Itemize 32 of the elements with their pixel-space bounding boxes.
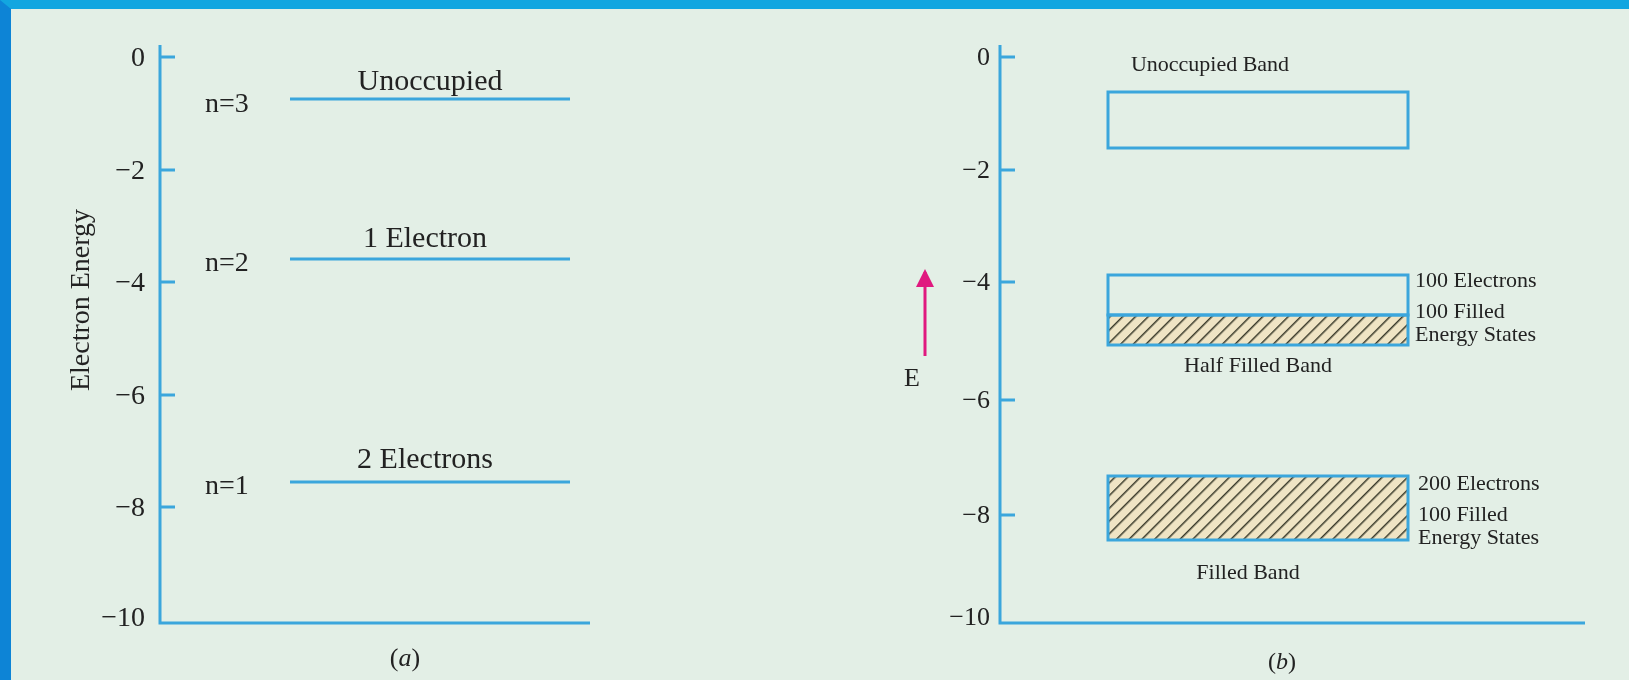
tick-label: 0 [977, 43, 990, 71]
panel-label: (a) [389, 644, 421, 672]
tick-label: −4 [115, 267, 145, 297]
tick-label: 0 [131, 42, 145, 72]
band-note: 200 Electrons [1418, 471, 1540, 495]
tick-label: −2 [962, 156, 990, 184]
half-filled-band [1106, 273, 1410, 347]
tick-label: −10 [949, 603, 990, 631]
tick-label: −10 [101, 602, 145, 632]
band-note: 100 Filled Energy States [1415, 298, 1538, 346]
level-label: n=1 [205, 470, 249, 500]
tick-label: −6 [115, 380, 145, 410]
band-label: Unoccupied Band [1130, 52, 1290, 76]
level-label: n=3 [205, 88, 249, 118]
level-label: n=2 [205, 247, 249, 277]
arrow-label: E [904, 364, 920, 392]
band-label: Filled Band [1196, 560, 1300, 584]
band-note: 100 Filled Energy States [1418, 501, 1541, 549]
panel-label: (b) [1268, 649, 1296, 675]
empty-band [1106, 90, 1410, 150]
tick-label: −2 [115, 155, 145, 185]
tick-label: −4 [962, 268, 990, 296]
level-label: 2 Electrons [357, 442, 493, 474]
band-label: Half Filled Band [1184, 353, 1332, 377]
band-note: 100 Electrons [1415, 268, 1537, 292]
level-label: 1 Electron [362, 221, 488, 253]
filled-band [1106, 474, 1410, 542]
level-label: Unoccupied [357, 64, 503, 96]
tick-label: −6 [962, 386, 990, 414]
tick-label: −8 [115, 492, 145, 522]
tick-label: −8 [962, 501, 990, 529]
axis-title: Electron Energy [65, 208, 95, 392]
